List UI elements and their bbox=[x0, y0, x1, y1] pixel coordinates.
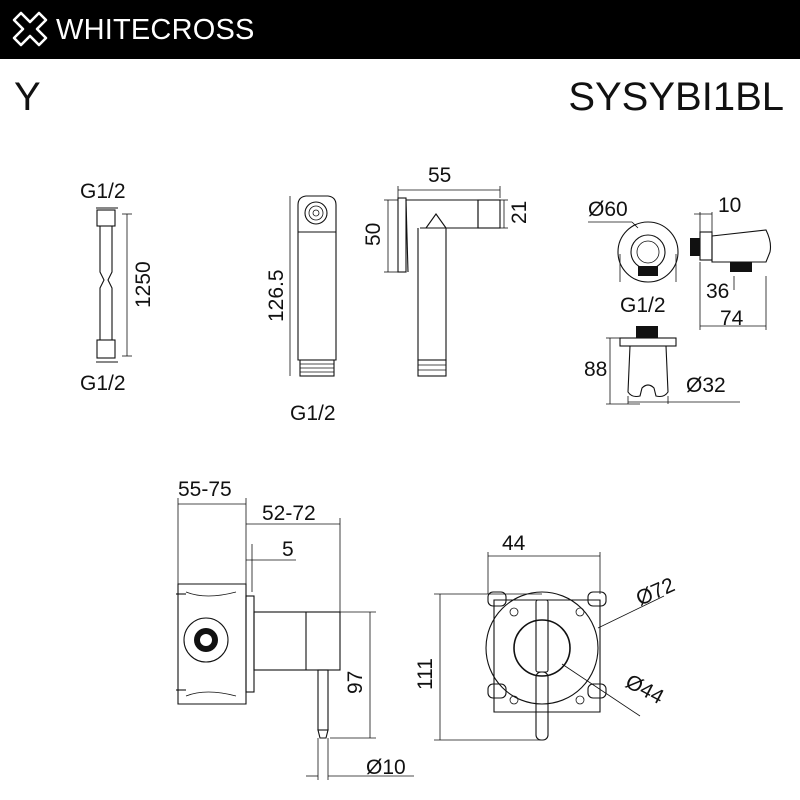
valve-body: 52-72 bbox=[262, 502, 316, 525]
series-label: Y bbox=[14, 75, 41, 119]
side-depth: 21 bbox=[508, 201, 531, 224]
header-bar: WHITECROSS bbox=[0, 0, 800, 59]
cross-logo-icon bbox=[12, 11, 48, 47]
outlet-depth: 10 bbox=[718, 194, 741, 217]
holder-height: 88 bbox=[584, 358, 607, 381]
front-height: 111 bbox=[414, 658, 437, 690]
lever-diameter: Ø10 bbox=[366, 756, 406, 779]
wall-outlet-side: 10 36 74 bbox=[690, 194, 772, 330]
outlet-thread: G1/2 bbox=[620, 294, 666, 317]
valve-plate: 5 bbox=[282, 538, 294, 561]
holder-diameter: Ø32 bbox=[686, 374, 726, 397]
side-height: 50 bbox=[362, 223, 385, 246]
front-width: 44 bbox=[502, 532, 526, 555]
shower-thread: G1/2 bbox=[290, 402, 336, 425]
lever-height: 97 bbox=[344, 671, 367, 694]
hose-top-thread: G1/2 bbox=[80, 180, 126, 203]
hose-length: 1250 bbox=[132, 261, 155, 308]
outlet-length: 74 bbox=[720, 307, 744, 330]
rosette-diameter: Ø44 bbox=[622, 670, 668, 709]
side-width: 55 bbox=[428, 164, 451, 187]
shower-head-front: 126.5 G1/2 bbox=[265, 195, 337, 425]
valve-front-view: 44 111 Ø72 Ø44 bbox=[414, 532, 679, 741]
outlet-diameter: Ø60 bbox=[588, 198, 628, 221]
valve-side-view: 55-75 52-72 5 Ø10 97 bbox=[176, 478, 414, 780]
shower-holder: 88 Ø32 bbox=[584, 326, 740, 405]
shower-head-side: 55 50 21 bbox=[362, 164, 531, 377]
hose-drawing: G1/2 1250 G1/2 bbox=[80, 180, 155, 395]
plate-diameter: Ø72 bbox=[633, 573, 679, 610]
model-code: SYSYBI1BL bbox=[568, 75, 784, 119]
wall-outlet-front: Ø60 G1/2 bbox=[588, 198, 679, 317]
brand-name: WHITECROSS bbox=[56, 14, 255, 46]
valve-overall: 55-75 bbox=[178, 478, 232, 501]
outlet-offset: 36 bbox=[706, 280, 729, 303]
shower-height: 126.5 bbox=[265, 269, 288, 322]
hose-bottom-thread: G1/2 bbox=[80, 372, 126, 395]
